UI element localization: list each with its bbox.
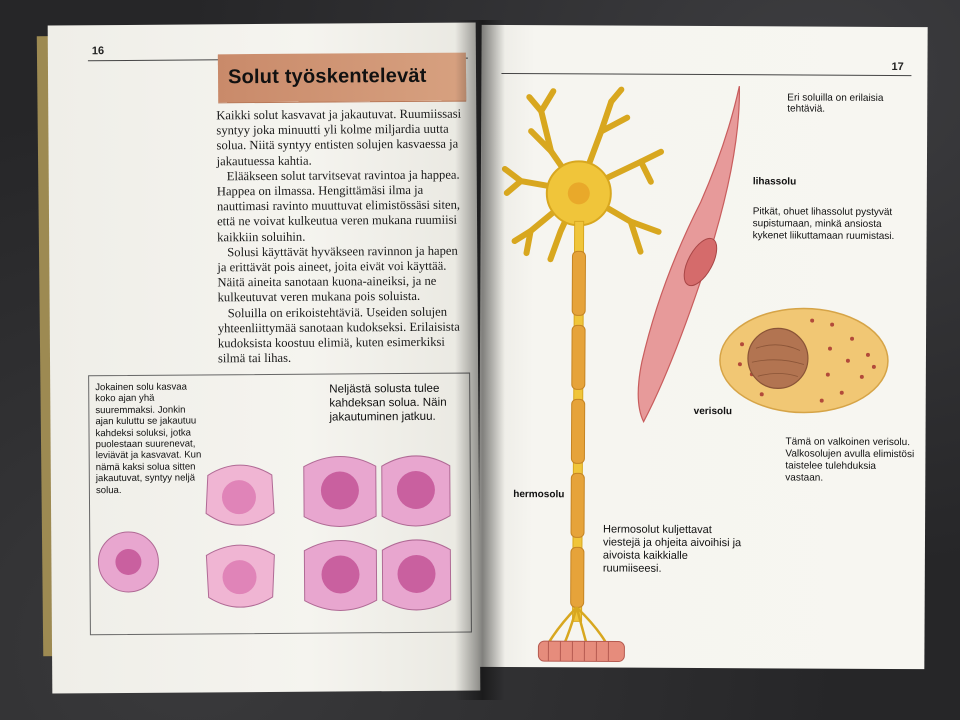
- intro-text: Eri soluilla on erilaisia tehtäviä.: [787, 92, 884, 116]
- page-number-left: 16: [91, 45, 105, 58]
- book-spine-shadow: [455, 20, 505, 700]
- single-cell: [97, 531, 159, 593]
- page-number-right: 17: [891, 60, 904, 74]
- muscle-caption: Pitkät, ohuet lihassolut pystyvät supist…: [752, 206, 895, 243]
- left-page: 16 Solut työskentelevät Kaikki solut kas…: [47, 22, 481, 694]
- blood-caption: Tämä on valkoinen verisolu. Valkosolujen…: [785, 436, 915, 484]
- right-page: 17 Eri soluilla on erilaisia tehtäviä. l…: [478, 24, 928, 670]
- paragraph-4: Soluilla on erikoistehtäviä. Useiden sol…: [217, 304, 460, 366]
- myelin-sheath: [570, 250, 586, 608]
- cell-division-illustration: [97, 455, 452, 611]
- nerve-cell-illustration: [501, 86, 665, 663]
- title-band: Solut työskentelevät: [217, 52, 467, 103]
- muscle-cell-illustration: [637, 86, 740, 424]
- four-cells-top: [303, 455, 451, 527]
- two-cells: [205, 464, 275, 608]
- paragraph-3: Solusi käyttävät hyväkseen ravinnon ja h…: [217, 243, 458, 305]
- paragraph-2: Elääkseen solut tarvitsevat ravintoa ja …: [216, 167, 461, 244]
- body-text: Kaikki solut kasvavat ja jakautuvat. Ruu…: [216, 107, 466, 367]
- white-blood-cell-illustration: [719, 307, 889, 414]
- page-title: Solut työskentelevät: [227, 64, 427, 89]
- granules: [737, 318, 876, 403]
- paragraph-1: Kaikki solut kasvavat ja jakautuvat. Ruu…: [216, 106, 462, 168]
- muscle-cell-label: lihassolu: [752, 176, 797, 188]
- four-cells-bottom: [303, 539, 452, 611]
- cell-division-panel: Jokainen solu kasvaa koko ajan yhä suure…: [88, 372, 472, 636]
- header-rule-right: [501, 72, 912, 77]
